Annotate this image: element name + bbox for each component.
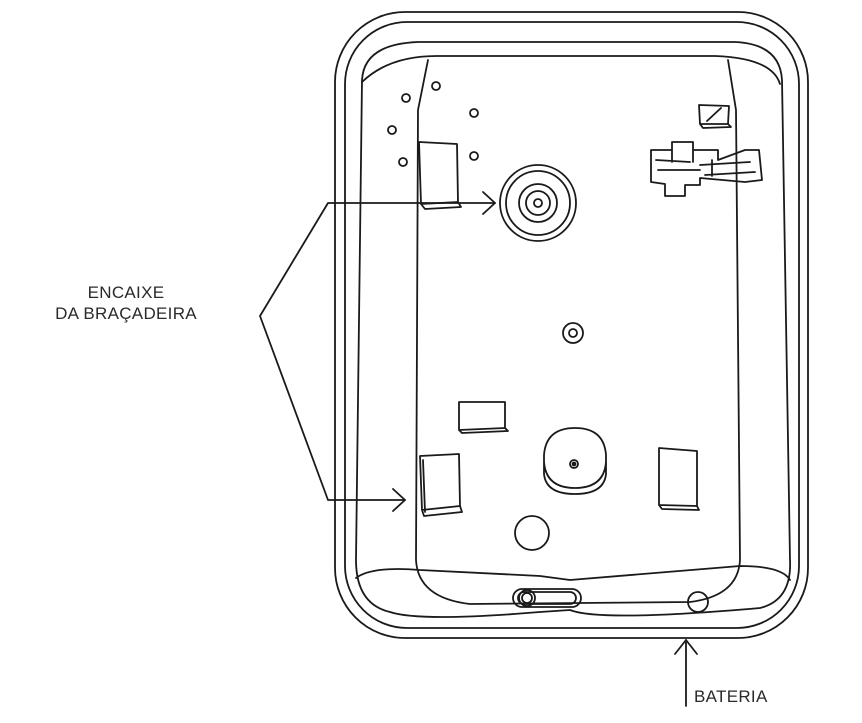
arrow-head-top — [482, 191, 496, 215]
small-tab-top-right — [698, 104, 732, 129]
encaixe-callout-lines — [259, 202, 496, 501]
latch-mechanism — [650, 141, 763, 197]
arrow-head-bottom — [392, 488, 406, 512]
arrow-head-bateria — [674, 639, 698, 655]
bracket-socket-top — [499, 164, 577, 242]
encaixe-label-line2: DA BRAÇADEIRA — [55, 304, 197, 323]
bateria-label: BATERIA — [694, 687, 768, 706]
screw-hole — [469, 108, 479, 118]
screw-hole — [469, 151, 479, 161]
center-screw-outer — [562, 322, 584, 344]
encaixe-da-bracadeira-label: ENCAIXE DA BRAÇADEIRA — [0, 282, 252, 324]
small-window — [458, 401, 509, 434]
screw-hole — [431, 81, 441, 91]
screw-hole — [387, 125, 397, 135]
bracket-slot-bottom — [419, 453, 463, 517]
center-panel — [415, 59, 741, 605]
back-plate-bottom-rim — [355, 565, 791, 581]
back-plate-outline — [355, 41, 791, 618]
screw-hole — [401, 93, 411, 103]
center-knob-pin-dot — [571, 461, 577, 467]
round-hole-bottom — [514, 515, 550, 551]
battery-hole — [687, 591, 709, 613]
bracket-slot-top — [418, 141, 462, 210]
center-knob-pin — [569, 459, 579, 469]
battery-slider — [512, 588, 582, 608]
slot-right — [658, 447, 700, 511]
screw-hole — [398, 157, 408, 167]
center-knob — [543, 427, 607, 495]
back-plate-top-rim — [361, 55, 781, 85]
center-screw-inner — [568, 328, 578, 338]
encaixe-label-line1: ENCAIXE — [87, 283, 165, 302]
housing-inner-edge — [344, 21, 800, 629]
housing-outer-edge — [334, 11, 809, 639]
